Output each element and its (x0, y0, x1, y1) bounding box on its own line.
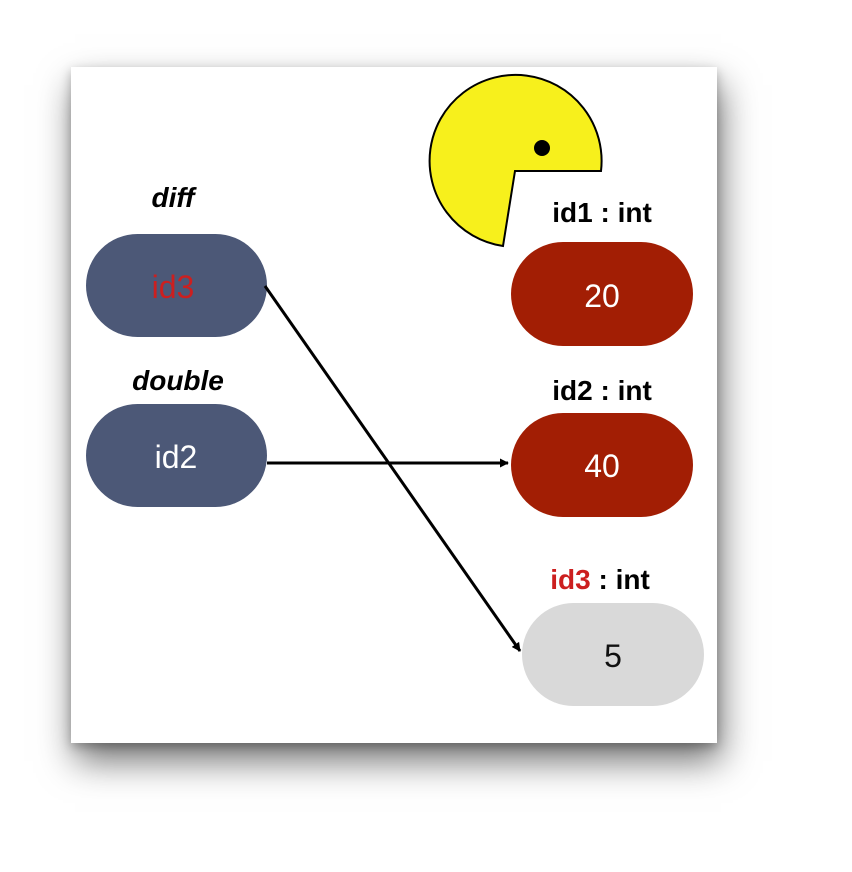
object-id1-value: 20 (584, 278, 620, 314)
variable-name-diff: diff (151, 182, 197, 213)
object-id3-id: id3 (550, 564, 590, 595)
object-id2-type: int (618, 375, 652, 406)
variable-double-value: id2 (155, 439, 198, 475)
object-id1-type: int (618, 197, 652, 228)
object-id1-pill: 20 (511, 242, 693, 346)
pacman-icon (428, 73, 603, 248)
variable-name-double: double (132, 365, 224, 396)
object-id3-type: int (616, 564, 650, 595)
pacman-eye (534, 140, 550, 156)
variable-diff-value: id3 (152, 269, 195, 305)
object-id1-id: id1 (552, 197, 592, 228)
object-id1-label: id1 : int (552, 197, 652, 228)
variable-diff-pill: id3 (86, 234, 267, 337)
object-id1-sep: : (593, 197, 618, 228)
variable-double-pill: id2 (86, 404, 267, 507)
object-id3-label: id3 : int (550, 564, 650, 595)
object-id2-sep: : (593, 375, 618, 406)
object-id3-pill: 5 (522, 603, 704, 706)
object-id2-id: id2 (552, 375, 592, 406)
object-id2-value: 40 (584, 448, 620, 484)
object-id3-value: 5 (604, 638, 622, 674)
object-id2-pill: 40 (511, 413, 693, 517)
object-id2-label: id2 : int (552, 375, 652, 406)
arrow-diff-to-id3 (263, 285, 522, 652)
object-id3-sep: : (591, 564, 616, 595)
